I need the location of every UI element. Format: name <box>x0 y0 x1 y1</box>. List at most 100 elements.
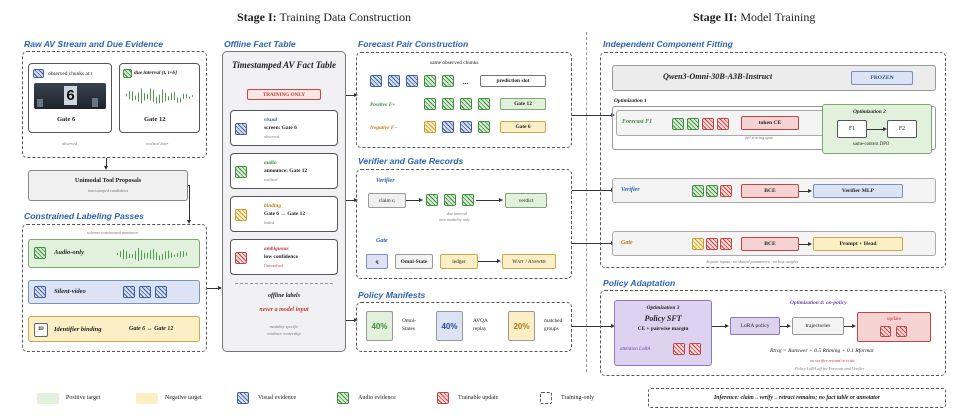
arrow-head <box>787 323 791 328</box>
arrow-head <box>497 258 501 263</box>
same-chunks-label: same observed chunks <box>430 60 479 66</box>
manifest-label: groups <box>544 326 559 332</box>
positive-value: Gate 12 <box>500 98 546 110</box>
fact-row-visual: visual screen: Gate 6 observed <box>230 110 338 146</box>
f2-box: F2 <box>887 120 917 138</box>
audio-evidence-icon <box>478 121 490 133</box>
audio-evidence-icon <box>424 98 436 110</box>
realized-later-caption: realized later <box>146 141 169 146</box>
arrow-line <box>189 185 190 221</box>
arrow-line <box>867 129 884 130</box>
arrow-line <box>478 261 498 262</box>
inference-note: Inference: claim→verify→retract remains;… <box>713 395 880 401</box>
fact-kind: visual <box>264 117 278 123</box>
identifier-binding-label: Identifier binding <box>54 326 102 333</box>
offline-labels: offline labels <box>267 293 301 299</box>
forecast-pair-title: Forecast Pair Construction <box>358 39 469 49</box>
manifest-label: Omni- <box>402 318 417 324</box>
audio-evidence-icon <box>235 166 247 178</box>
trainable-update-icon <box>717 118 729 130</box>
arrow-line <box>712 326 726 327</box>
trainable-update-icon <box>720 185 732 197</box>
audio-evidence-icon <box>478 98 490 110</box>
trainable-update-icon <box>689 343 701 355</box>
offline-title: Offline Fact Table <box>224 39 296 49</box>
negative-label: Negative F− <box>370 125 398 131</box>
policy-panel <box>600 290 946 376</box>
manifests-panel <box>356 302 572 352</box>
model-name: Qwen3-Omni-30B-A3B-Instruct <box>663 72 773 81</box>
constrained-title: Constrained Labeling Passes <box>24 211 144 221</box>
fact-kind: ambiguous <box>264 246 289 252</box>
arrow-line <box>346 95 355 96</box>
arrow-line <box>572 326 612 327</box>
audio-evidence-icon <box>444 194 456 206</box>
bce-box: BCE <box>741 237 799 251</box>
fact-table-title: Timestamped AV Fact Table <box>232 60 336 70</box>
arrow-head <box>611 323 615 328</box>
fact-text: Gate 6 ↔ Gate 12 <box>264 211 306 217</box>
audio-evidence-icon <box>34 247 46 259</box>
visual-evidence-icon <box>155 286 167 298</box>
unimodal-subtitle: timestamped candidates <box>87 188 129 193</box>
arrow-head <box>419 197 423 202</box>
wait-answer-chip: Wait / Answer <box>502 254 556 269</box>
manifest-label: States <box>402 326 415 332</box>
arrow-head <box>808 241 812 246</box>
lora-policy-box: LoRA policy <box>730 317 780 335</box>
arrow-line <box>476 200 500 201</box>
id-chip: ID <box>34 323 48 337</box>
arrow-line <box>346 320 355 321</box>
sft-title: Policy SFT <box>644 314 682 323</box>
fact-row-binding: binding Gate 6 ↔ Gate 12 linked <box>230 196 338 232</box>
person-silhouette <box>92 98 98 107</box>
verifier-label: Verifier <box>376 178 395 184</box>
fact-status: observed <box>264 134 280 139</box>
visual-evidence-icon <box>33 69 44 78</box>
fact-kind: audio <box>264 160 277 166</box>
icf-title: Independent Component Fitting <box>603 39 733 49</box>
manifest-label: replay <box>473 326 487 332</box>
arrow-line <box>207 288 219 289</box>
trainable-update-icon <box>706 238 718 250</box>
fact-status: Unresolved <box>264 263 284 268</box>
audio-evidence-icon <box>692 185 704 197</box>
due-interval-caption: due interval <box>447 211 468 216</box>
arrow-line <box>406 200 420 201</box>
legend-trainable: Trainable update <box>458 395 499 401</box>
token-ce-box: token CE <box>741 116 799 130</box>
manifests-title: Policy Manifests <box>358 290 426 300</box>
visual-evidence-icon <box>123 286 135 298</box>
bce-box: BCE <box>741 184 799 198</box>
opt2-container: Optimization 2 F1 F2 same-context DPO <box>822 104 932 154</box>
arrow-line <box>844 326 853 327</box>
audio-evidence-icon <box>460 98 472 110</box>
observed-chunks-label: observed chunks at t <box>48 71 93 77</box>
visual-evidence-icon <box>34 286 46 298</box>
verifier-gate-title: Verifier and Gate Records <box>358 156 464 166</box>
video-frame-thumbnail: 6 <box>34 83 106 109</box>
due-interval-card: due interval (t, t+δ] Gate 12 <box>119 63 200 133</box>
arrow-line <box>572 115 612 116</box>
update-box: update <box>857 312 931 342</box>
never-input: never a model input <box>259 307 309 313</box>
ambiguous-icon <box>235 252 247 264</box>
token-ce-sub: full scoring span <box>745 135 774 140</box>
fact-row-audio: audio announce: Gate 12 realized <box>230 153 338 189</box>
same-context-label: same-context DPO <box>853 142 890 147</box>
audio-waveform <box>117 247 189 261</box>
opt1-container <box>612 106 936 150</box>
policy-sft-box: Optimization 3 Policy SFT CE + pairwise … <box>614 300 712 366</box>
fact-kind: binding <box>264 203 282 209</box>
observed-chunk-card: observed chunks at t 6 Gate 6 <box>28 63 112 133</box>
audio-only-pass: Audio-only <box>28 239 200 268</box>
arrow-line <box>780 326 788 327</box>
icf-panel <box>600 52 946 268</box>
arrow-head <box>103 166 108 170</box>
f1-box: F1 <box>837 120 867 138</box>
audio-evidence-icon <box>687 118 699 130</box>
disjoint-note: disjoint inputs · no shared parameters ·… <box>706 259 799 264</box>
silent-video-pass: Silent-video <box>28 280 200 304</box>
manifest-label: matched <box>544 318 563 324</box>
audio-only-label: Audio-only <box>54 249 84 256</box>
